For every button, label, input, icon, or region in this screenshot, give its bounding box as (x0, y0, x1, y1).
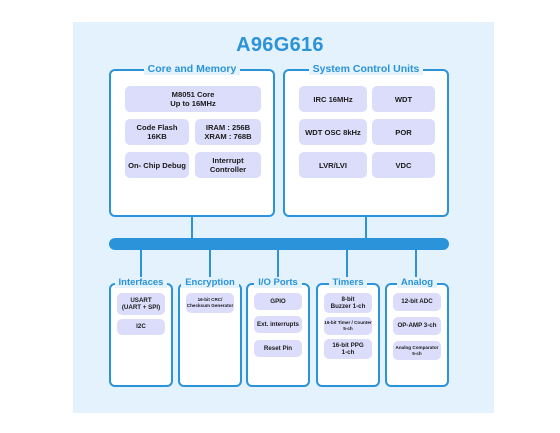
connector-io (277, 249, 279, 283)
connector-scu (365, 217, 367, 239)
por-block: POR (372, 119, 435, 145)
connector-core (191, 217, 193, 239)
connector-analog (415, 249, 417, 283)
analog-comparator-block: Analog Comparator 5-ch (393, 341, 441, 360)
vdc-block: VDC (372, 152, 435, 178)
timer-counter-block: 16-bit Timer / Counter 5-ch (324, 317, 372, 335)
gpio-block: GPIO (254, 293, 302, 310)
m8051-core-block: M8051 Core Up to 16MHz (125, 86, 261, 112)
core-and-memory-group: Core and Memory M8051 Core Up to 16MHz C… (109, 63, 275, 217)
encryption-group: Encryption 16-bit CRC/ Checksum Generato… (178, 277, 242, 387)
crc-checksum-block: 16-bit CRC/ Checksum Generator (186, 293, 234, 313)
on-chip-debug-block: On- Chip Debug (125, 152, 189, 178)
interfaces-title: Interfaces (114, 277, 168, 288)
i2c-block: I2C (117, 319, 165, 335)
wdt-osc-block: WDT OSC 8kHz (299, 119, 367, 145)
interrupt-controller-block: Interrupt Controller (195, 152, 261, 178)
io-ports-title: I/O Ports (254, 277, 302, 288)
interfaces-group: Interfaces USART (UART + SPI) I2C (109, 277, 173, 387)
analog-title: Analog (396, 277, 438, 288)
ext-interrupts-block: Ext. interrupts (254, 316, 302, 333)
op-amp-block: OP-AMP 3-ch (393, 317, 441, 335)
reset-pin-block: Reset Pin (254, 340, 302, 357)
ram-block: IRAM : 256B XRAM : 768B (195, 119, 261, 145)
diagram-title: A96G616 (236, 34, 324, 56)
adc-block: 12-bit ADC (393, 293, 441, 311)
timers-group: Timers 8-bit Buzzer 1-ch 16-bit Timer / … (316, 277, 380, 387)
encryption-title: Encryption (181, 277, 239, 288)
system-control-units-title: System Control Units (308, 63, 424, 75)
irc-16mhz-block: IRC 16MHz (299, 86, 367, 112)
analog-group: Analog 12-bit ADC OP-AMP 3-ch Analog Com… (385, 277, 449, 387)
buzzer-block: 8-bit Buzzer 1-ch (324, 293, 372, 313)
connector-encryption (209, 249, 211, 283)
wdt-block: WDT (372, 86, 435, 112)
code-flash-block: Code Flash 16KB (125, 119, 189, 145)
ppg-block: 16-bit PPG 1-ch (324, 339, 372, 359)
system-bus (109, 238, 449, 250)
core-and-memory-title: Core and Memory (143, 63, 241, 75)
io-ports-group: I/O Ports GPIO Ext. interrupts Reset Pin (246, 277, 310, 387)
usart-block: USART (UART + SPI) (117, 293, 165, 315)
connector-timers (346, 249, 348, 283)
lvr-lvi-block: LVR/LVI (299, 152, 367, 178)
connector-interfaces (140, 249, 142, 283)
system-control-units-group: System Control Units IRC 16MHz WDT WDT O… (283, 63, 449, 217)
timers-title: Timers (328, 277, 368, 288)
